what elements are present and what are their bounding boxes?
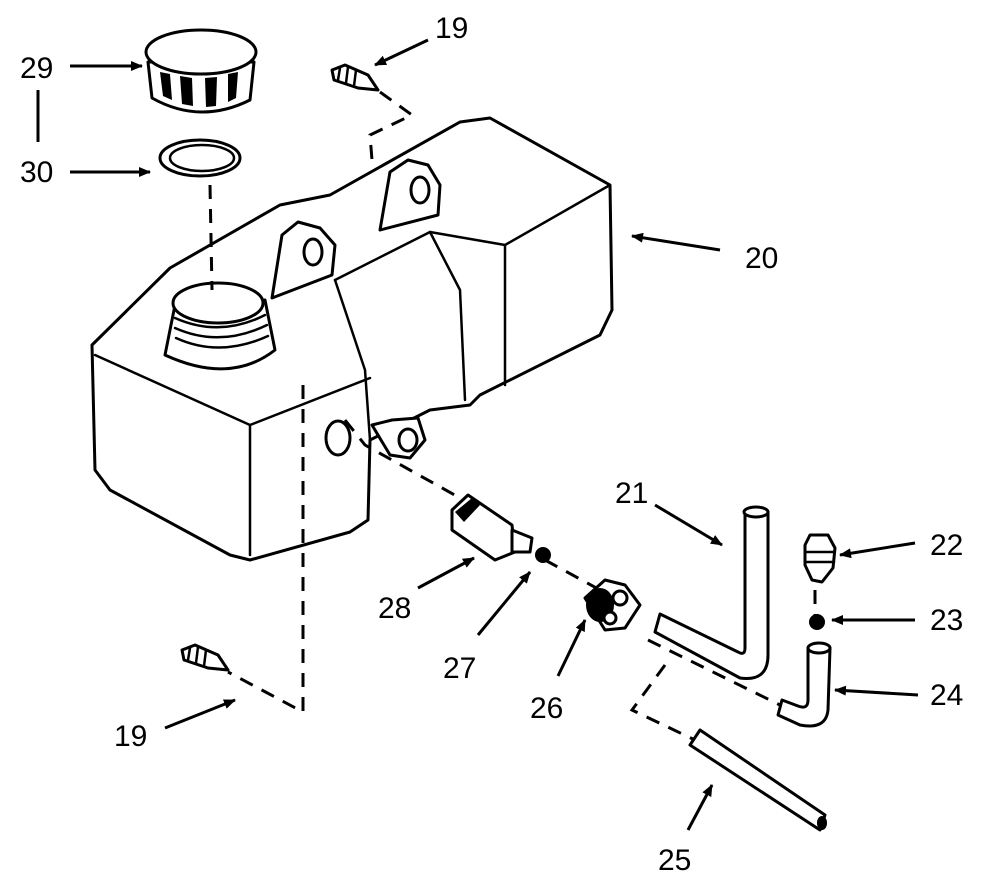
- label-27: 27: [443, 652, 476, 685]
- leader-arrows: [36, 38, 919, 831]
- label-28: 28: [378, 592, 411, 625]
- label-19-top: 19: [435, 12, 468, 45]
- screw-bottom: [180, 643, 230, 672]
- fuel-tank: [90, 116, 614, 562]
- label-19-bottom: 19: [114, 720, 147, 753]
- tank-fitting: [450, 493, 534, 562]
- pickup-tube: [688, 728, 827, 832]
- filter-cap: [803, 533, 837, 584]
- o-ring: [535, 547, 551, 563]
- label-22: 22: [930, 529, 963, 562]
- label-21: 21: [615, 477, 648, 510]
- cap-gasket: [158, 138, 242, 178]
- fuel-cap: [144, 28, 258, 114]
- part-labels: 29 30 19 20 21 22 23 24 25 26 27 28 19: [20, 12, 963, 877]
- assembly-lines: [208, 90, 817, 742]
- label-26: 26: [530, 692, 563, 725]
- label-20: 20: [745, 242, 778, 275]
- label-29: 29: [20, 52, 53, 85]
- grommet: [809, 614, 825, 630]
- screw-top: [330, 63, 380, 92]
- fuel-line: [653, 505, 770, 681]
- label-24: 24: [930, 679, 963, 712]
- label-30: 30: [20, 156, 53, 189]
- shutoff-valve: [583, 578, 642, 632]
- return-line: [776, 641, 832, 728]
- label-25: 25: [658, 844, 691, 877]
- label-23: 23: [930, 604, 963, 637]
